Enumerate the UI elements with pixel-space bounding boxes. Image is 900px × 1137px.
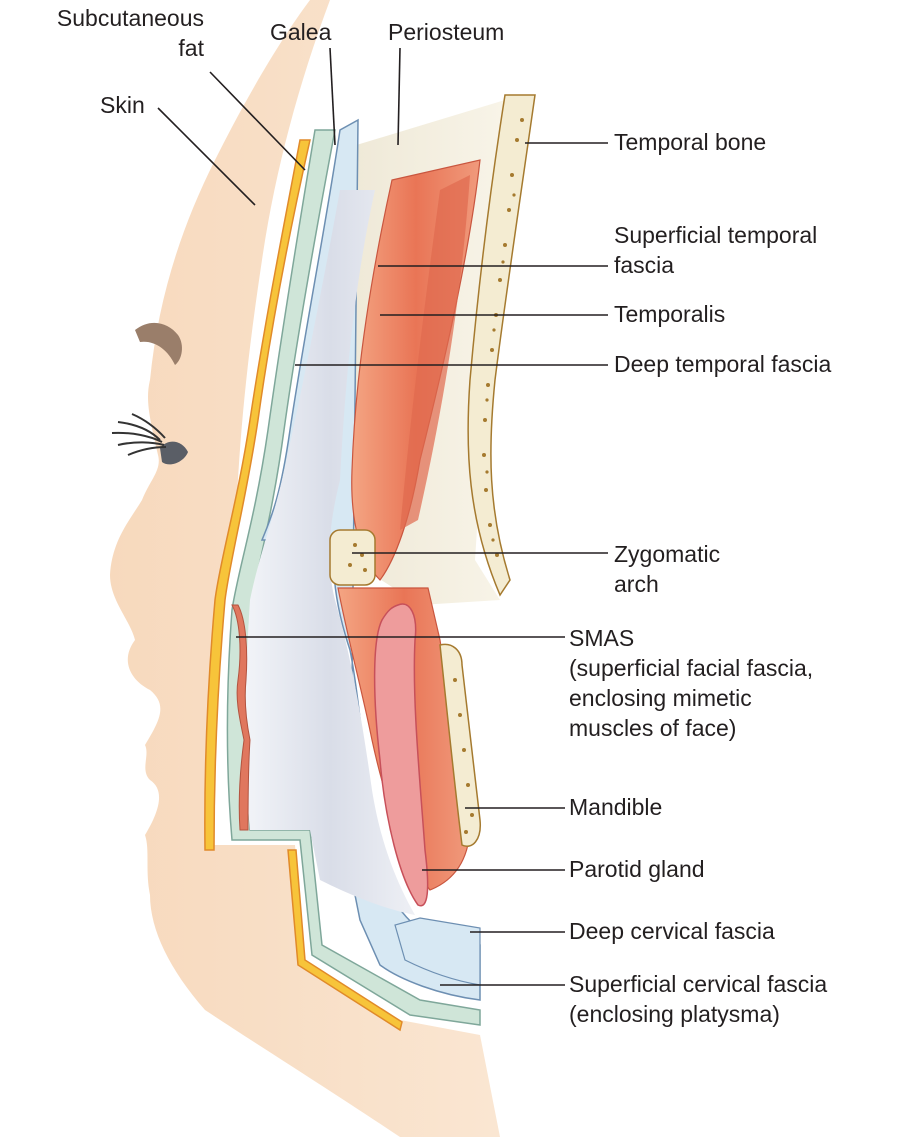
zygomatic-arch bbox=[330, 530, 375, 585]
label-deep-temporal-fascia: Deep temporal fascia bbox=[614, 349, 831, 379]
label-galea: Galea bbox=[270, 17, 331, 47]
label-deep-cervical-fascia: Deep cervical fascia bbox=[569, 916, 775, 946]
label-superficial-cervical-fascia: Superficial cervical fascia (enclosing p… bbox=[569, 969, 827, 1029]
label-skin: Skin bbox=[100, 90, 145, 120]
label-superficial-temporal-fascia: Superficial temporal fascia bbox=[614, 220, 817, 280]
label-temporal-bone: Temporal bone bbox=[614, 127, 766, 157]
label-mandible: Mandible bbox=[569, 792, 662, 822]
label-parotid-gland: Parotid gland bbox=[569, 854, 705, 884]
label-subcutaneous-fat: Subcutaneous fat bbox=[8, 3, 204, 63]
label-temporalis: Temporalis bbox=[614, 299, 725, 329]
label-zygomatic-arch: Zygomatic arch bbox=[614, 539, 720, 599]
label-smas: SMAS (superficial facial fascia, enclosi… bbox=[569, 623, 813, 743]
label-periosteum: Periosteum bbox=[388, 17, 504, 47]
